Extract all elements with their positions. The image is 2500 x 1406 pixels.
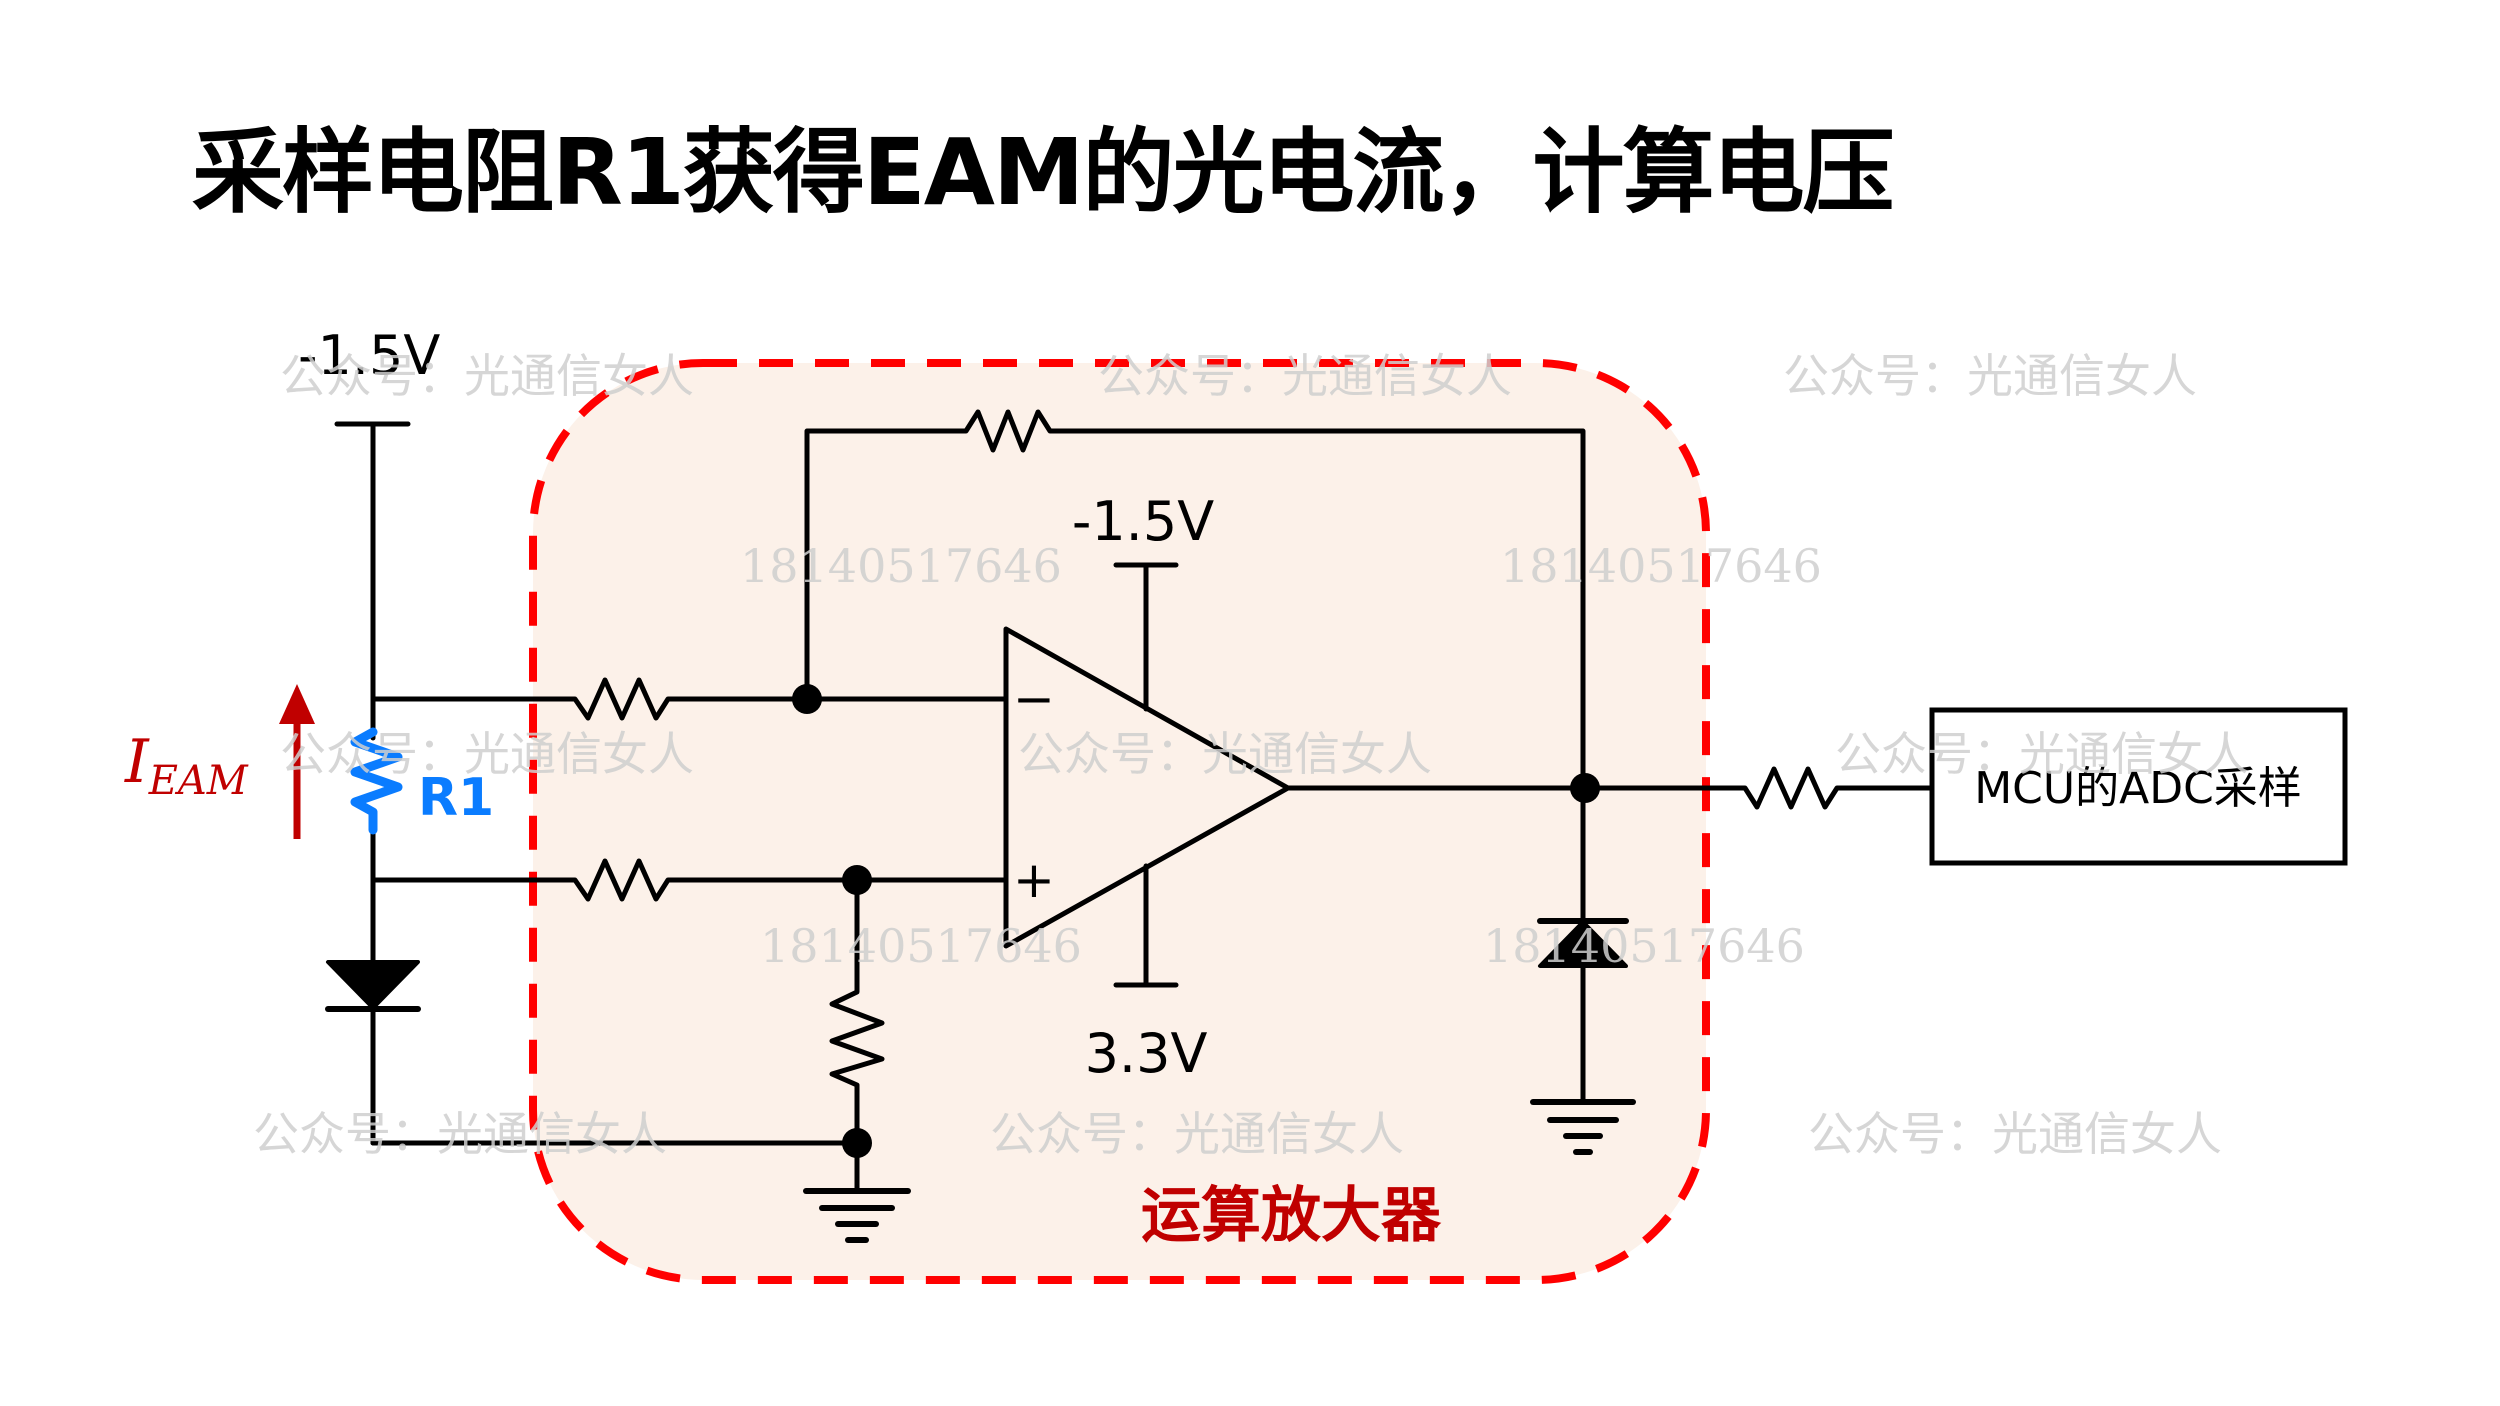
watermark-account: 公众号：光通信女人 [990,1107,1404,1161]
watermark-account: 公众号：光通信女人 [280,727,694,781]
opamp-minus-sign: − [1013,670,1055,728]
junction-minus-node [792,684,822,714]
resistor-minus-input [562,677,810,721]
feedback-resistor [957,409,1063,453]
resistor-plus-to-ground [829,982,885,1146]
junction-ground-node [842,1128,872,1158]
left-diode-triangle [326,960,420,1010]
right-diode-triangle [1538,920,1628,968]
watermark-phone: 18140517646 [740,539,1062,593]
watermark-account: 公众号：光通信女人 [253,1107,667,1161]
current-label: IEAM [124,727,249,804]
opamp-plus-sign: + [1013,851,1055,909]
mcu-adc-label: MCU的ADC采样 [1974,763,2302,814]
ground-symbol-left [803,1188,911,1243]
ground-symbol-right [1530,1099,1636,1155]
watermark-account: 公众号：光通信女人 [1783,349,2197,403]
watermark-account: 公众号：光通信女人 [1098,349,1512,403]
feedback-wire-left [804,428,963,702]
watermark-account: 公众号：光通信女人 [1835,727,2249,781]
watermark-phone: 18140517646 [1483,919,1805,973]
opamp-symbol [1003,626,1291,949]
current-label-main: I [124,727,150,797]
watermark-phone: 18140517646 [760,919,1082,973]
feedback-wire-right [1057,428,1586,791]
slide-title: 采样电阻R1获得EAM的光电流，计算电压 [192,119,1894,226]
current-arrow-head [279,684,315,724]
junction-output-node [1570,773,1600,803]
watermark-account: 公众号：光通信女人 [1808,1107,2222,1161]
opamp-vpos-label: 3.3V [1085,1022,1208,1085]
current-label-sub: EAM [148,758,249,804]
junction-plus-node [842,865,872,895]
watermarks: 公众号：光通信女人 公众号：光通信女人 公众号：光通信女人 1814051764… [253,349,2249,1161]
watermark-phone: 18140517646 [1500,539,1822,593]
resistor-r1 [350,727,403,835]
opamp-region [529,359,1710,1284]
watermark-account: 公众号：光通信女人 [1018,727,1432,781]
supply-label-left: -1.5V [298,324,440,387]
mcu-adc-box [1929,707,2348,866]
opamp-region-label: 运算放大器 [1141,1181,1442,1251]
watermark-account: 公众号：光通信女人 [280,349,694,403]
output-resistor [1732,766,1935,810]
r1-label: R1 [418,768,494,828]
resistor-plus-input [562,858,860,902]
opamp-vneg-label: -1.5V [1072,490,1214,553]
